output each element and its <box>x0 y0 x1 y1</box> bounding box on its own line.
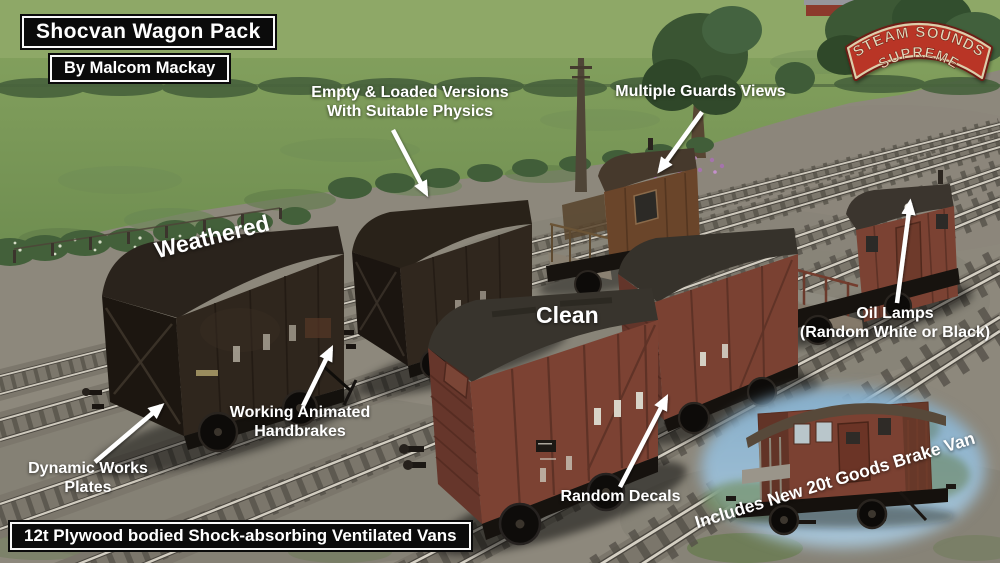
callout-works-plates: Dynamic Works Plates <box>28 460 148 496</box>
arrow-guards-views <box>657 110 704 174</box>
distant-hedgerow <box>0 75 1000 98</box>
clean-van-1 <box>399 288 658 546</box>
callout-oil-lamps: Oil Lamps (Random White or Black) <box>799 305 991 341</box>
callout-handbrakes: Working Animated Handbrakes <box>229 404 371 440</box>
logo-art: STEAM SOUNDS SUPREME <box>845 21 993 81</box>
footer-description: 12t Plywood bodied Shock-absorbing Venti… <box>10 522 471 550</box>
inset-brake-van-panel <box>701 388 985 548</box>
label-clean: Clean <box>536 302 599 328</box>
arrow-works-plates <box>93 403 165 464</box>
arrow-oil-lamps <box>894 198 916 304</box>
steam-sounds-supreme-logo: STEAM SOUNDS SUPREME <box>840 10 998 90</box>
foreground-hedges <box>0 137 725 266</box>
arrow-random-decals <box>618 394 669 489</box>
arrow-handbrakes <box>300 344 334 407</box>
logo-banner <box>845 21 993 81</box>
fence <box>13 207 282 263</box>
telegraph-pole <box>570 58 592 192</box>
callout-guards-views: Multiple Guards Views <box>615 83 786 100</box>
callout-empty-loaded: Empty & Loaded Versions With Suitable Ph… <box>311 84 509 120</box>
arrow-empty-loaded <box>391 128 429 197</box>
pack-title: Shocvan Wagon Pack <box>22 16 275 48</box>
pack-author: By Malcom Mackay <box>50 55 230 82</box>
callout-arrows <box>93 110 916 489</box>
callout-random-decals: Random Decals <box>560 488 681 505</box>
white-flowers <box>13 234 182 256</box>
weathered-van-1 <box>82 226 358 453</box>
